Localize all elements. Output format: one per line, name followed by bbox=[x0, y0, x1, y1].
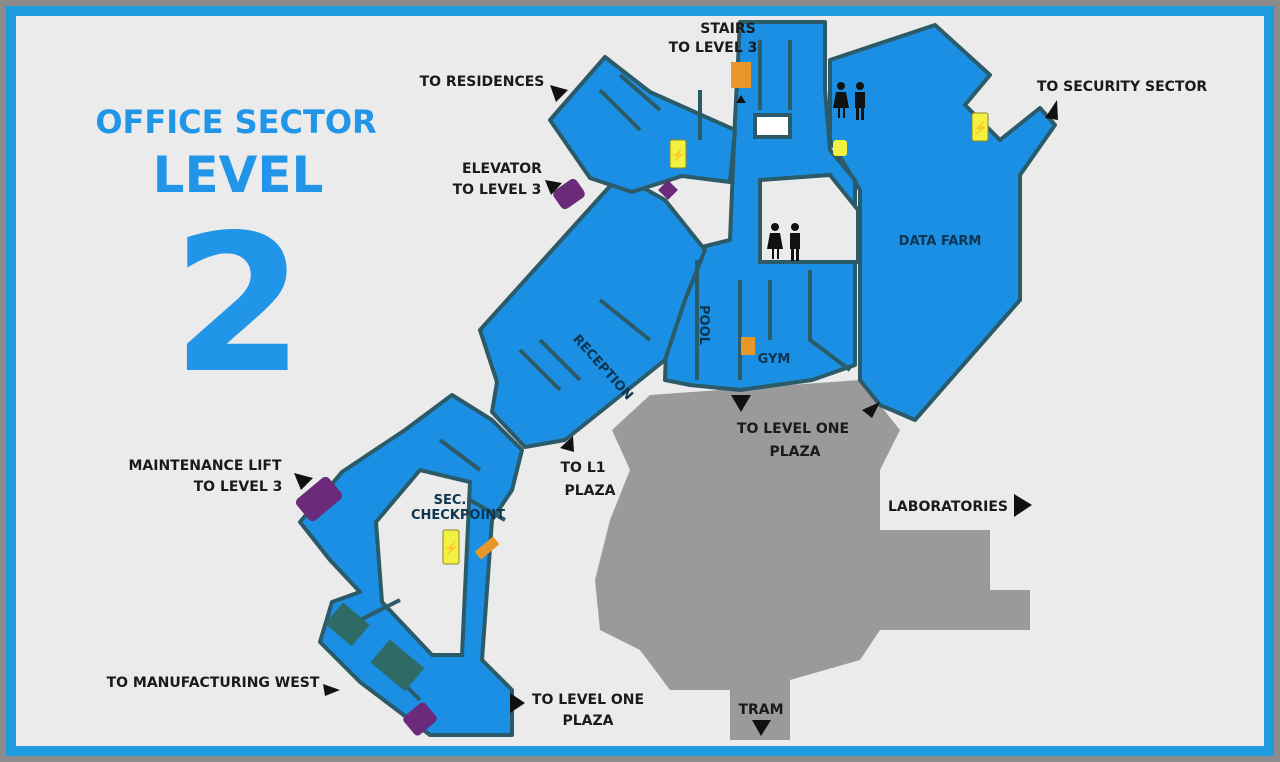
level-one-plaza-south-label: PLAZA bbox=[562, 713, 613, 729]
utility-room bbox=[324, 602, 370, 647]
gym-label: GYM bbox=[758, 352, 791, 367]
elevator-icon bbox=[403, 702, 437, 736]
restroom-courtyard bbox=[758, 172, 860, 264]
courtyard bbox=[373, 467, 473, 657]
plaza-arrow-icon bbox=[731, 395, 751, 412]
manufacturing-arrow-icon bbox=[323, 684, 340, 696]
elevator-label: TO LEVEL 3 bbox=[453, 182, 542, 198]
checkpoint-label: CHECKPOINT bbox=[411, 508, 505, 523]
level-one-plaza-south-label: TO LEVEL ONE bbox=[532, 692, 644, 708]
svg-text:⚡: ⚡ bbox=[444, 541, 459, 555]
level-one-plaza-label: TO LEVEL ONE bbox=[737, 421, 849, 437]
stairs-icon bbox=[474, 536, 500, 560]
security-label: TO SECURITY SECTOR bbox=[1037, 79, 1208, 95]
interior-walls bbox=[359, 40, 852, 702]
manufacturing-label: TO MANUFACTURING WEST bbox=[107, 675, 320, 691]
elevator-icon bbox=[553, 178, 585, 210]
level-one-plaza-area bbox=[595, 380, 1030, 740]
stairs-icon bbox=[731, 62, 751, 88]
elevator-label: ELEVATOR bbox=[462, 161, 542, 177]
direction-arrow-icon bbox=[736, 95, 746, 103]
data-farm-area bbox=[828, 23, 1057, 422]
laboratories-label: LABORATORIES bbox=[888, 499, 1008, 515]
reception-corridor-area bbox=[478, 173, 707, 449]
maintenance-arrow-icon bbox=[294, 473, 313, 490]
elevator-arrow-icon bbox=[545, 180, 562, 195]
level-title: LEVEL bbox=[153, 146, 324, 204]
charging-station-icon: ⚡ bbox=[442, 529, 460, 565]
stairs-label: TO LEVEL 3 bbox=[669, 40, 758, 56]
level-one-plaza-label: PLAZA bbox=[769, 444, 820, 460]
utility-room bbox=[370, 639, 425, 692]
sector-title: OFFICE SECTOR bbox=[95, 103, 376, 141]
maintenance-lift-label: MAINTENANCE LIFT bbox=[128, 458, 281, 474]
l1-plaza-arrow-icon bbox=[560, 436, 574, 452]
svg-text:⚡: ⚡ bbox=[973, 121, 988, 135]
svg-text:⚡: ⚡ bbox=[671, 148, 686, 162]
maintenance-lift-icon bbox=[295, 476, 343, 522]
residences-arrow-icon bbox=[550, 85, 568, 102]
residences-label: TO RESIDENCES bbox=[420, 74, 545, 90]
stairs-label: STAIRS bbox=[700, 21, 755, 37]
level-number: 2 bbox=[172, 194, 304, 415]
l1-plaza-label: TO L1 bbox=[561, 460, 606, 476]
restroom-icon bbox=[767, 223, 800, 261]
info-point-icon bbox=[833, 140, 847, 156]
maintenance-lift-label: TO LEVEL 3 bbox=[194, 479, 283, 495]
checkpoint-label: SEC. bbox=[434, 493, 467, 508]
tram-arrow-icon bbox=[752, 720, 771, 736]
charging-station-icon: ⚡ bbox=[971, 112, 989, 142]
north-west-wing-area bbox=[548, 55, 737, 194]
l1-plaza-label: PLAZA bbox=[564, 483, 615, 499]
laboratories-arrow-icon bbox=[1014, 494, 1032, 517]
data-farm-label: DATA FARM bbox=[899, 234, 982, 249]
tram-label: TRAM bbox=[738, 702, 783, 718]
security-arrow-icon bbox=[1045, 100, 1058, 120]
stairs-icon bbox=[741, 337, 755, 355]
charging-station-icon: ⚡ bbox=[669, 139, 687, 169]
plaza-arrow-icon bbox=[862, 402, 880, 418]
restroom-icon bbox=[833, 82, 865, 120]
central-desk bbox=[753, 113, 792, 139]
plaza-south-arrow-icon bbox=[510, 693, 525, 713]
pool-label: POOL bbox=[696, 305, 711, 345]
